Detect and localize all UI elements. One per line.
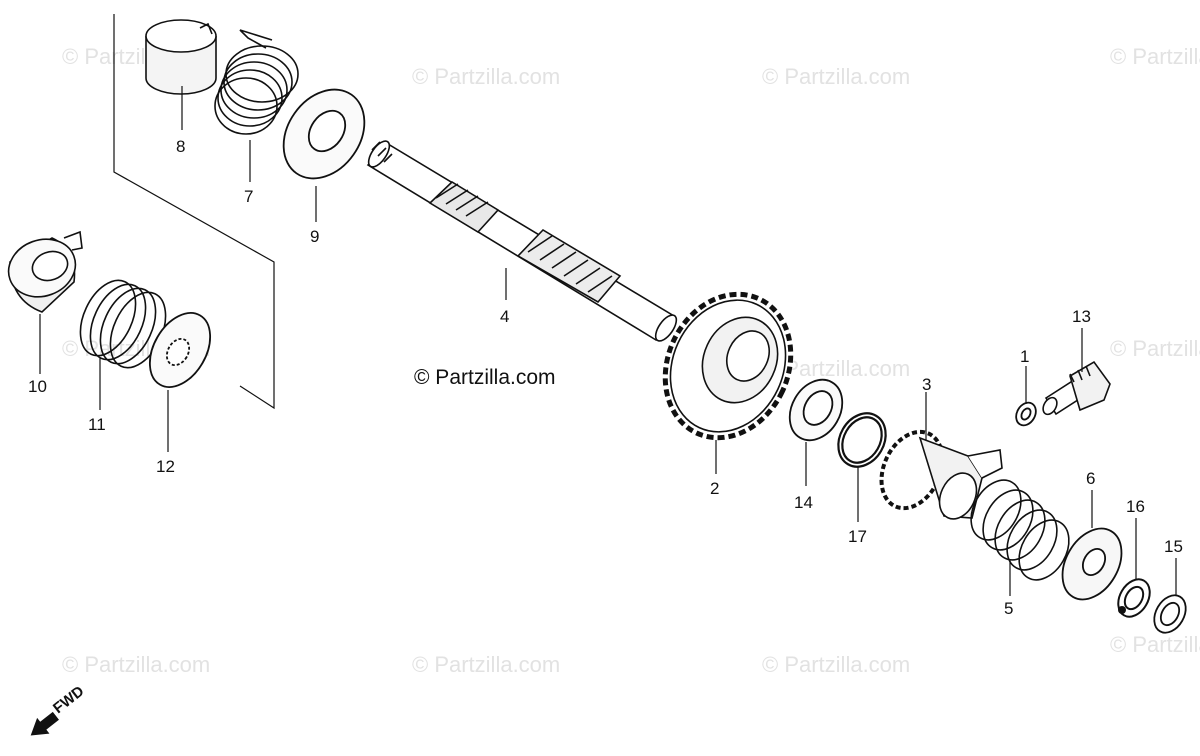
fwd-label: FWD (50, 683, 88, 718)
callout-14: 14 (794, 493, 813, 512)
part-washer-6[interactable] (1050, 518, 1133, 610)
callout-labels: 8 7 9 4 2 14 17 3 1 13 5 6 16 15 10 11 1… (28, 137, 1183, 618)
watermark-layer: © Partzilla.com © Partzilla.com © Partzi… (62, 44, 1200, 677)
part-clip-16[interactable] (1112, 574, 1156, 623)
part-shaft-4[interactable] (365, 138, 681, 345)
part-bolt-13[interactable] (1040, 360, 1111, 417)
callout-11: 11 (88, 415, 106, 434)
callout-3: 3 (922, 375, 931, 394)
callout-8: 8 (176, 137, 185, 156)
fwd-indicator: FWD (30, 683, 88, 736)
watermark: © Partzilla.com (762, 64, 910, 89)
part-spring-5[interactable] (961, 471, 1079, 588)
part-cap-10[interactable] (0, 230, 83, 313)
part-gear-2[interactable] (642, 274, 813, 459)
part-washer-14[interactable] (779, 370, 853, 449)
callout-16: 16 (1126, 497, 1145, 516)
part-ratchet-3[interactable] (870, 422, 1003, 525)
watermark: © Partzilla.com (412, 64, 560, 89)
callout-6: 6 (1086, 469, 1095, 488)
callout-4: 4 (500, 307, 509, 326)
callout-17: 17 (848, 527, 867, 546)
watermark: © Partzilla.com (62, 652, 210, 677)
part-circlip-17[interactable] (829, 405, 895, 475)
part-washer-1[interactable] (1012, 399, 1040, 429)
callout-7: 7 (244, 187, 253, 206)
part-washer-12[interactable] (137, 302, 222, 397)
watermark: © Partzilla.com (1110, 632, 1200, 657)
part-washer-9[interactable] (267, 74, 381, 194)
watermark: © Partzilla.com (762, 652, 910, 677)
part-collar-8[interactable] (145, 19, 217, 95)
callout-10: 10 (28, 377, 47, 396)
callout-2: 2 (710, 479, 719, 498)
callout-5: 5 (1004, 599, 1013, 618)
watermark-center: © Partzilla.com (414, 366, 556, 389)
watermark: © Partzilla.com (1110, 44, 1200, 69)
leader-lines (39, 86, 1177, 596)
assembly-bracket (113, 14, 275, 410)
watermark: © Partzilla.com (1110, 336, 1200, 361)
watermark: © Partzilla.com (412, 652, 560, 677)
callout-1: 1 (1020, 347, 1029, 366)
part-washer-15[interactable] (1148, 590, 1192, 639)
callout-15: 15 (1164, 537, 1183, 556)
callout-9: 9 (310, 227, 319, 246)
fwd-arrow-icon (30, 711, 59, 736)
callout-12: 12 (156, 457, 175, 476)
callout-13: 13 (1072, 307, 1091, 326)
part-spring-7[interactable] (214, 29, 299, 135)
